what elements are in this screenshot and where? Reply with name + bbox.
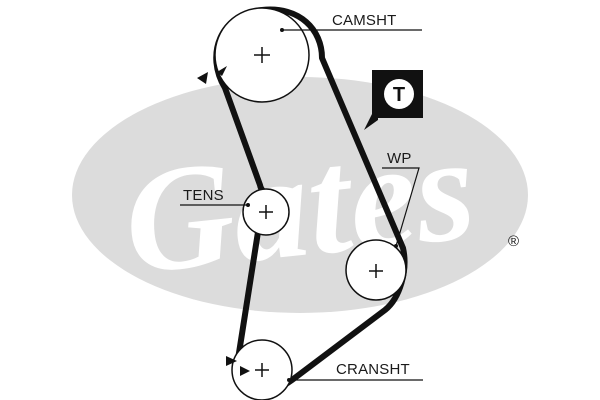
tensioner-badge-letter: T	[393, 84, 405, 106]
plus-icon	[369, 264, 383, 278]
tensioner-pulley: TENS	[180, 187, 290, 236]
tensioner-label: TENS	[183, 187, 224, 204]
plus-icon	[255, 363, 269, 377]
camshaft-pulley: CAMSHT	[214, 7, 422, 103]
water-pump-label: WP	[387, 150, 412, 167]
timing-mark-triangle-icon	[240, 366, 250, 376]
brand-watermark: Gates ®	[72, 77, 528, 313]
timing-mark-triangle-icon	[226, 356, 237, 366]
watermark-brand-text: Gates	[117, 104, 482, 306]
camshaft-label: CAMSHT	[332, 12, 397, 29]
water-pump-leader-line	[382, 167, 420, 247]
crankshaft-label: CRANSHT	[336, 361, 410, 378]
timing-mark-triangle-icon	[197, 72, 208, 84]
timing-mark-triangle-icon	[217, 66, 227, 76]
water-pump-pulley: WP	[345, 150, 420, 301]
tensioner-badge: T	[364, 70, 423, 130]
plus-icon	[259, 205, 273, 219]
crankshaft-pulley: CRANSHT	[231, 339, 423, 400]
watermark-registered-mark: ®	[508, 233, 519, 250]
tensioner-badge-circle	[384, 79, 414, 109]
plus-icon	[254, 47, 270, 63]
watermark-oval	[72, 77, 528, 313]
